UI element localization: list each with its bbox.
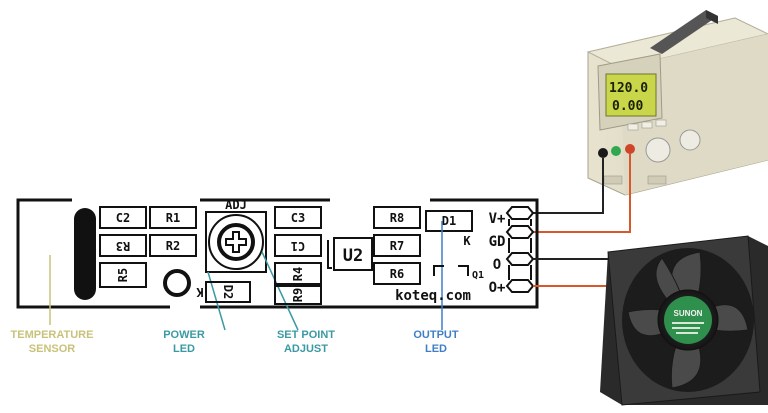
temperature-sensor-element	[74, 208, 96, 300]
component-r9: R9	[274, 285, 322, 305]
svg-text:TEMPERATURE: TEMPERATURE	[11, 329, 94, 341]
chip-u2: U2	[327, 237, 373, 271]
svg-text:R6: R6	[390, 267, 404, 281]
callout-output-led: OUTPUT LED	[413, 329, 459, 355]
component-r5: R5	[99, 262, 147, 288]
svg-text:SENSOR: SENSOR	[29, 343, 76, 355]
cooling-fan: SUNON	[600, 235, 768, 406]
component-d1: D1 K	[425, 210, 473, 248]
svg-text:C3: C3	[291, 211, 305, 225]
svg-text:LED: LED	[425, 343, 447, 355]
svg-text:R9: R9	[291, 288, 305, 302]
component-r3: R3	[99, 234, 147, 257]
psu-knob	[645, 137, 671, 163]
component-d2: D2 K	[196, 281, 251, 303]
svg-text:R5: R5	[116, 268, 130, 282]
callout-temperature-sensor: TEMPERATURE SENSOR	[11, 329, 94, 355]
component-r7: R7	[373, 234, 421, 257]
svg-text:C1: C1	[291, 239, 305, 253]
transistor-q1: Q1	[433, 265, 484, 281]
adj-label: ADJ	[225, 198, 247, 212]
svg-text:U2: U2	[343, 246, 363, 266]
power-supply: 120.0 0.00	[586, 10, 768, 196]
component-r6: R6	[373, 262, 421, 285]
component-c3: C3	[274, 206, 322, 229]
terminal-label-gd: GD	[489, 234, 506, 250]
callout-set-point-adjust: SET POINT ADJUST	[277, 329, 335, 355]
svg-text:SET POINT: SET POINT	[277, 329, 335, 341]
component-c1: C1	[274, 234, 322, 257]
svg-text:K: K	[463, 234, 471, 248]
pcb-brand: koteq.com	[395, 288, 471, 304]
psu-knob	[679, 129, 701, 151]
terminal-label-vplus: V+	[489, 211, 506, 227]
pcb-board	[16, 198, 539, 309]
component-r4: R4	[274, 262, 322, 285]
psu-handle	[650, 10, 718, 54]
psu-display: 120.0 0.00	[605, 73, 657, 117]
svg-text:R3: R3	[116, 239, 130, 253]
svg-text:R2: R2	[166, 239, 180, 253]
terminal-label-oplus: O+	[489, 280, 506, 296]
svg-text:OUTPUT: OUTPUT	[413, 329, 459, 341]
svg-text:POWER: POWER	[163, 329, 205, 341]
voltage-readout: 120.0	[609, 81, 648, 96]
fan-brand: SUNON	[674, 309, 703, 318]
callout-power-led: POWER LED	[163, 329, 205, 355]
psu-button	[655, 119, 667, 127]
svg-text:ADJUST: ADJUST	[284, 343, 328, 355]
svg-text:Q1: Q1	[472, 270, 484, 281]
terminal-label-o: O	[493, 257, 501, 273]
psu-black-terminal	[598, 148, 608, 158]
svg-text:C2: C2	[116, 211, 130, 225]
component-r8: R8	[373, 206, 421, 229]
svg-text:R1: R1	[166, 211, 180, 225]
psu-green-terminal	[611, 146, 621, 156]
component-r1: R1	[149, 206, 197, 229]
svg-text:R8: R8	[390, 211, 404, 225]
svg-text:R4: R4	[291, 267, 305, 281]
svg-text:LED: LED	[173, 343, 195, 355]
set-point-trimmer: ADJ	[205, 198, 267, 273]
svg-text:D1: D1	[442, 214, 456, 228]
svg-text:D2: D2	[221, 285, 235, 299]
component-c2: C2	[99, 206, 147, 229]
current-readout: 0.00	[612, 99, 643, 114]
svg-text:K: K	[196, 285, 204, 299]
psu-button	[627, 123, 639, 131]
terminal-block	[505, 206, 535, 293]
psu-red-terminal	[625, 144, 635, 154]
psu-button	[641, 121, 653, 129]
power-led	[163, 269, 191, 297]
black-wire	[533, 158, 604, 214]
component-r2: R2	[149, 234, 197, 257]
red-wire	[533, 154, 631, 233]
svg-text:R7: R7	[390, 239, 404, 253]
